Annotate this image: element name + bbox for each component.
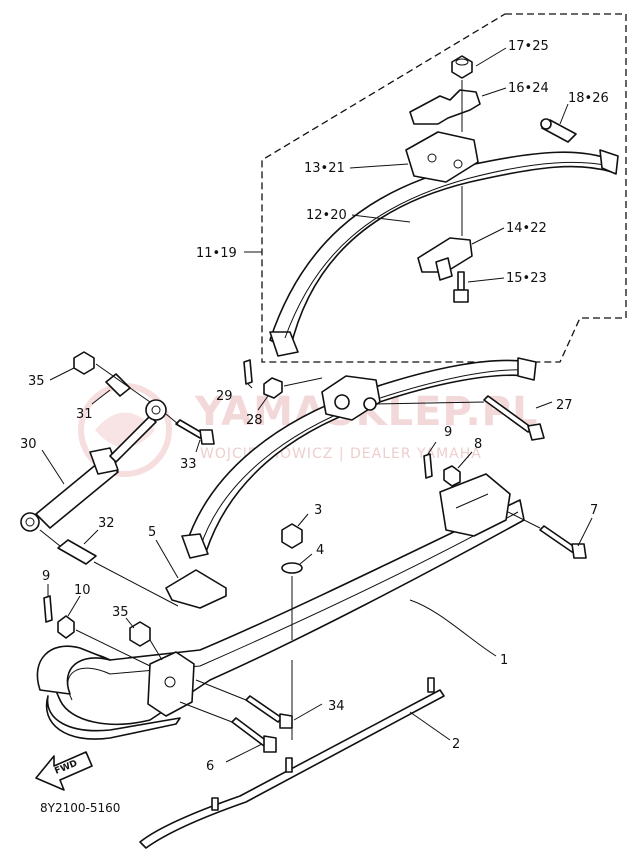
washer-4 bbox=[281, 562, 303, 574]
callout-28: 28 bbox=[246, 413, 263, 428]
bolt-27 bbox=[483, 395, 545, 441]
nut-10 bbox=[57, 615, 75, 639]
bracket-13-21 bbox=[405, 131, 479, 183]
upper-leaf-spring bbox=[269, 149, 619, 357]
callout-34: 34 bbox=[328, 699, 345, 714]
cotter-pin-29 bbox=[243, 359, 253, 385]
clamp-16-24 bbox=[409, 89, 481, 125]
nut-35a bbox=[73, 351, 95, 375]
ski-1 bbox=[36, 473, 525, 740]
callout-35-upper: 35 bbox=[28, 374, 45, 389]
callout-2: 2 bbox=[452, 737, 460, 752]
nut-8 bbox=[443, 465, 461, 487]
callout-9-upper: 9 bbox=[444, 425, 452, 440]
bolt-34 bbox=[245, 695, 293, 729]
cotter-pin-9b bbox=[43, 595, 53, 623]
collar-32 bbox=[57, 539, 97, 565]
callout-11-19: 11•19 bbox=[196, 246, 237, 261]
callout-7: 7 bbox=[590, 503, 598, 518]
cotter-pin-9a bbox=[423, 453, 433, 479]
diagram-code: 8Y2100-5160 bbox=[40, 801, 120, 815]
runner-2 bbox=[139, 677, 445, 849]
bolt-7 bbox=[539, 525, 587, 559]
callout-3: 3 bbox=[314, 503, 322, 518]
callout-16-24: 16•24 bbox=[508, 81, 549, 96]
shock-absorber-30 bbox=[20, 399, 167, 532]
bracket-5 bbox=[165, 569, 227, 609]
callout-8: 8 bbox=[474, 437, 482, 452]
callout-9-lower: 9 bbox=[42, 569, 50, 584]
callout-6: 6 bbox=[206, 759, 214, 774]
callout-4: 4 bbox=[316, 543, 324, 558]
nut-28 bbox=[263, 377, 283, 399]
callout-18-26: 18•26 bbox=[568, 91, 609, 106]
callout-13-21: 13•21 bbox=[304, 161, 345, 176]
callout-31: 31 bbox=[76, 407, 93, 422]
callout-32: 32 bbox=[98, 516, 115, 531]
callout-30: 30 bbox=[20, 437, 37, 452]
callout-5: 5 bbox=[148, 525, 156, 540]
callout-33: 33 bbox=[180, 457, 197, 472]
callout-12-20: 12•20 bbox=[306, 208, 347, 223]
nut-3 bbox=[281, 523, 303, 549]
callout-35-lower: 35 bbox=[112, 605, 129, 620]
plate-14-22 bbox=[417, 237, 473, 281]
callout-10: 10 bbox=[74, 583, 91, 598]
callout-29: 29 bbox=[216, 389, 233, 404]
lower-leaf-spring bbox=[181, 357, 537, 559]
callout-1: 1 bbox=[500, 653, 508, 668]
nut-17-25 bbox=[451, 55, 473, 79]
fwd-arrow-icon: FWD bbox=[35, 751, 93, 791]
pin-18-26 bbox=[540, 118, 577, 143]
assembly-frame bbox=[261, 13, 627, 363]
callout-15-23: 15•23 bbox=[506, 271, 547, 286]
bolt-6 bbox=[231, 717, 277, 753]
callout-27: 27 bbox=[556, 398, 573, 413]
callout-14-22: 14•22 bbox=[506, 221, 547, 236]
bolt-15-23 bbox=[453, 271, 469, 303]
bolt-33 bbox=[175, 419, 215, 445]
callout-17-25: 17•25 bbox=[508, 39, 549, 54]
nut-35b bbox=[129, 621, 151, 647]
